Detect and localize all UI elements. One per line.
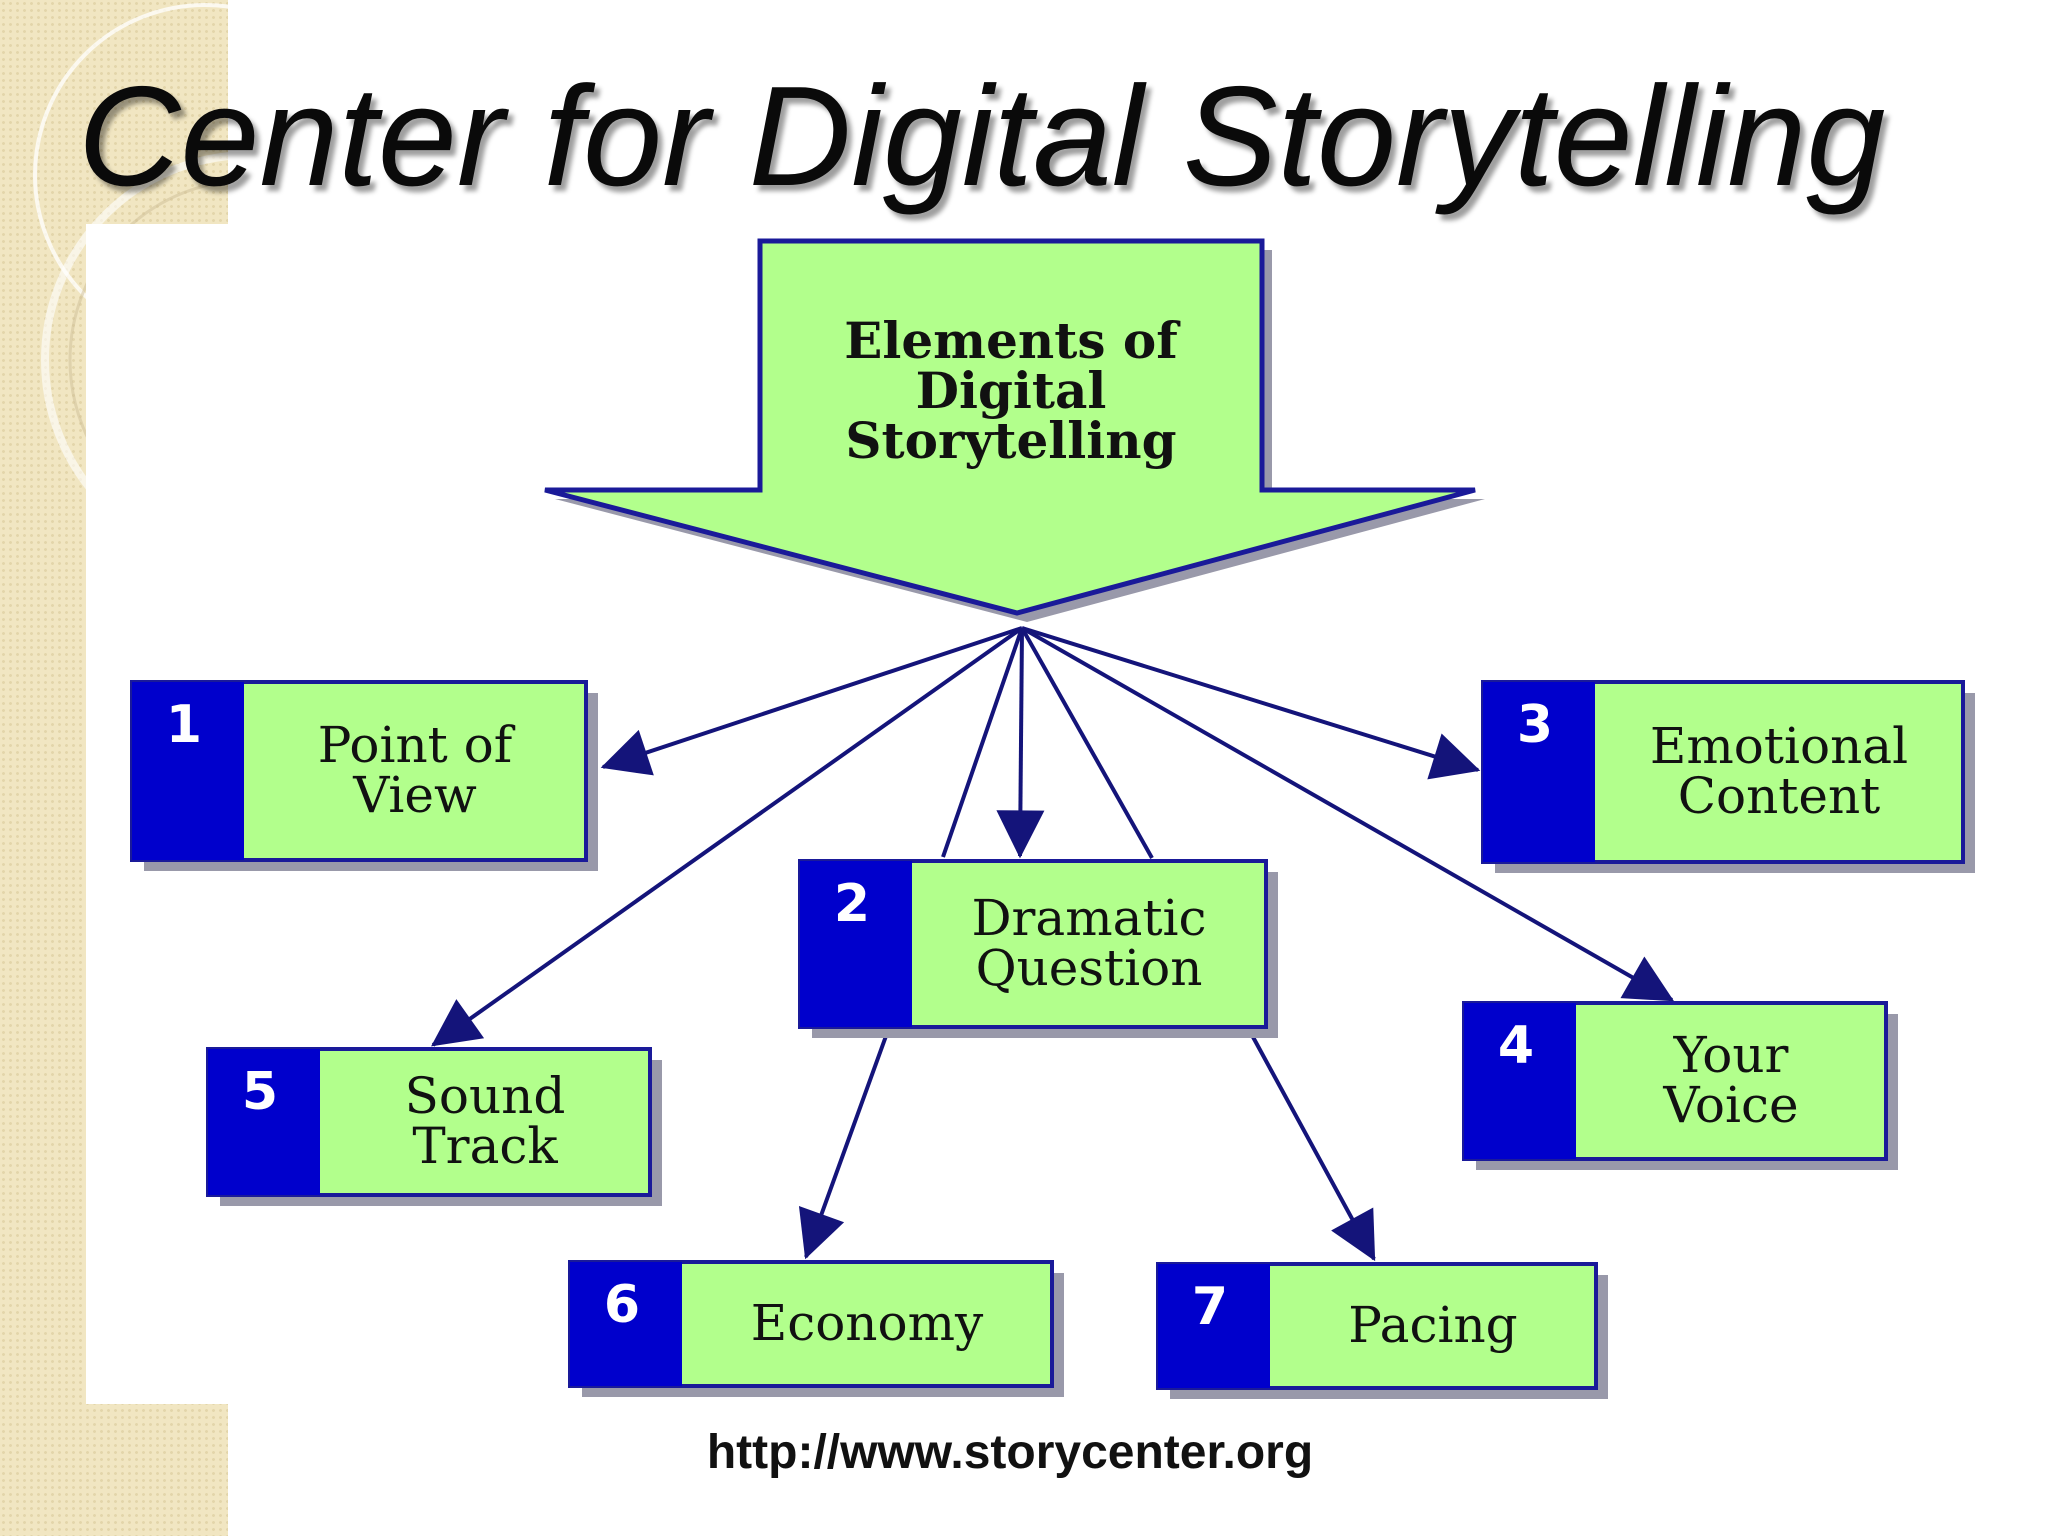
center-arrow-label-line: Storytelling bbox=[845, 411, 1176, 470]
source-url: http://www.storycenter.org bbox=[706, 1426, 1314, 1479]
element-number: 7 bbox=[1192, 1277, 1228, 1337]
connector-arrow bbox=[1251, 1036, 1376, 1262]
connector-arrow bbox=[996, 627, 1045, 859]
connector-arrow bbox=[798, 1035, 888, 1260]
connector-line bbox=[1020, 627, 1154, 859]
element-number-cell bbox=[132, 682, 244, 860]
center-arrow-label-line: Elements of bbox=[844, 311, 1181, 370]
decorative-ring bbox=[68, 179, 228, 541]
element-number: 4 bbox=[1498, 1016, 1534, 1076]
element-number-cell bbox=[570, 1262, 682, 1386]
element-number: 5 bbox=[242, 1062, 278, 1122]
element-number: 6 bbox=[604, 1275, 640, 1335]
element-label-line: Question bbox=[976, 939, 1203, 997]
element-label-line: Track bbox=[412, 1117, 558, 1175]
element-label-line: Content bbox=[1678, 767, 1881, 825]
element-number-cell bbox=[1483, 682, 1595, 862]
element-number-cell bbox=[1158, 1264, 1270, 1388]
connector-arrow bbox=[1021, 626, 1675, 1002]
connector-arrow bbox=[431, 626, 1024, 1047]
element-label-line: Pacing bbox=[1348, 1296, 1517, 1354]
element-number-cell bbox=[800, 861, 912, 1027]
element-number: 2 bbox=[834, 874, 870, 934]
connector-line bbox=[941, 627, 1024, 858]
element-box-6: 6 Economy bbox=[568, 1260, 1064, 1397]
element-label-line: View bbox=[352, 766, 477, 824]
element-label-line: Economy bbox=[751, 1294, 984, 1352]
slide-title: Center for Digital Storytelling bbox=[78, 57, 1886, 216]
decorative-ring bbox=[41, 152, 228, 568]
element-label-line: Your bbox=[1673, 1026, 1789, 1084]
connector-arrow bbox=[600, 626, 1023, 776]
element-label-line: Dramatic bbox=[971, 889, 1206, 947]
element-number-cell bbox=[208, 1049, 320, 1195]
element-number: 1 bbox=[166, 695, 202, 755]
element-label-line: Voice bbox=[1662, 1076, 1798, 1134]
center-arrow bbox=[544, 238, 1476, 616]
element-box-7: 7 Pacing bbox=[1156, 1262, 1608, 1399]
element-label-line: Emotional bbox=[1650, 717, 1908, 775]
element-number-cell bbox=[1464, 1003, 1576, 1159]
element-label: Economy bbox=[751, 1294, 984, 1352]
element-label-line: Point of bbox=[318, 716, 516, 774]
element-label-line: Sound bbox=[405, 1067, 566, 1125]
element-number: 3 bbox=[1517, 695, 1553, 755]
connector-arrow bbox=[1021, 626, 1481, 780]
center-arrow-label-line: Digital bbox=[916, 361, 1107, 420]
element-label: Pacing bbox=[1348, 1296, 1517, 1354]
